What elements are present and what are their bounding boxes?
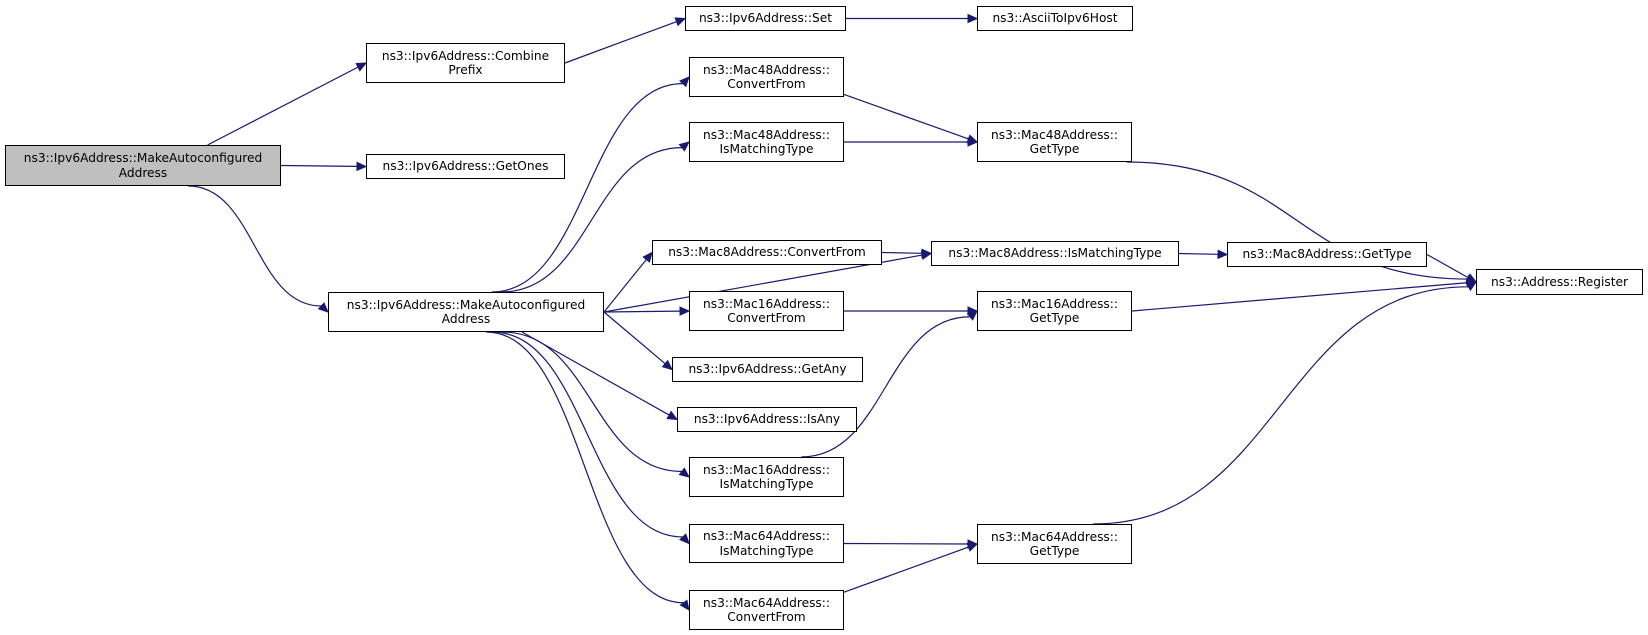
edge-arrowhead	[966, 310, 978, 321]
edge-make_auto2-to-mac8_convertfrom	[603, 259, 647, 313]
edge-mac8_ismatching-to-mac8_gettype	[1178, 252, 1219, 255]
node-ipv6-set[interactable]: ns3::Ipv6Address::Set	[685, 6, 846, 31]
edge-arrowhead	[678, 141, 690, 152]
edge-combine_prefix-to-ipv6_set	[564, 21, 677, 64]
node-line: ns3::Mac64Address::	[703, 529, 830, 543]
node-mac48-is-matching-type[interactable]: ns3::Mac48Address:: IsMatchingType	[689, 122, 844, 162]
edge-arrowhead	[317, 302, 329, 313]
node-mac8-convert-from[interactable]: ns3::Mac8Address::ConvertFrom	[652, 240, 882, 265]
node-line: ns3::Mac16Address::	[703, 296, 830, 311]
node-line: ns3::Mac8Address::IsMatchingType	[948, 246, 1162, 261]
node-mac16-is-matching-type[interactable]: ns3::Mac16Address:: IsMatchingType	[689, 457, 844, 497]
edge-make_auto2-to-mac16_ismatching	[502, 331, 682, 473]
edge-arrowhead	[666, 410, 679, 421]
node-mac16-convert-from[interactable]: ns3::Mac16Address:: ConvertFrom	[689, 291, 844, 331]
node-mac48-get-type[interactable]: ns3::Mac48Address:: GetType	[977, 122, 1132, 162]
node-mac48-convert-from[interactable]: ns3::Mac48Address:: ConvertFrom	[689, 57, 844, 97]
edge-root-to-combine_prefix	[207, 66, 359, 146]
node-line: ns3::Mac64Address::	[991, 529, 1118, 544]
node-root-make-autoconfigured-address: ns3::Ipv6Address::MakeAutoconfigured Add…	[5, 145, 281, 186]
node-mac8-get-type[interactable]: ns3::Mac8Address::GetType	[1227, 242, 1427, 267]
edge-arrowhead	[967, 137, 979, 147]
edge-arrowhead	[679, 306, 691, 316]
edge-arrowhead	[1465, 281, 1478, 292]
node-line: IsMatchingType	[719, 477, 814, 491]
edge-make_auto2-to-ipv6_getany	[603, 311, 666, 365]
node-line: GetType	[1029, 544, 1080, 558]
edge-arrowhead	[967, 13, 979, 24]
edge-arrowhead	[678, 467, 690, 478]
edge-make_auto2-to-mac48_ismatching	[501, 147, 682, 293]
edge-mac64_gettype-to-address_register	[1093, 286, 1469, 525]
node-line: ns3::Mac8Address::ConvertFrom	[668, 245, 866, 260]
node-line: ns3::Ipv6Address::GetAny	[688, 362, 847, 377]
node-line: ConvertFrom	[727, 311, 806, 325]
edge-arrowhead	[356, 161, 368, 172]
node-mac8-is-matching-type[interactable]: ns3::Mac8Address::IsMatchingType	[931, 241, 1179, 266]
node-ipv6-get-ones[interactable]: ns3::Ipv6Address::GetOnes	[366, 154, 565, 179]
node-line: ns3::Mac48Address::	[991, 127, 1118, 142]
node-line: ns3::Mac16Address::	[703, 462, 830, 477]
node-line: ConvertFrom	[727, 610, 806, 624]
node-line: GetType	[1029, 311, 1080, 325]
node-mac64-convert-from[interactable]: ns3::Mac64Address:: ConvertFrom	[689, 590, 844, 630]
edge-arrowhead	[661, 359, 673, 371]
node-mac64-is-matching-type[interactable]: ns3::Mac64Address:: IsMatchingType	[689, 524, 844, 563]
edge-mac64_convertfrom-to-mac64_gettype	[843, 546, 969, 593]
edge-make_auto2-to-mac16_convertfrom	[603, 310, 681, 313]
node-line: ns3::Ipv6Address::Combine	[381, 48, 550, 63]
edge-arrowhead	[642, 251, 653, 263]
edge-arrowhead	[966, 542, 979, 552]
node-mac64-get-type[interactable]: ns3::Mac64Address:: GetType	[977, 524, 1132, 564]
edge-mac8_gettype-to-address_register	[1426, 253, 1469, 279]
node-line: ns3::Mac8Address::GetType	[1242, 247, 1412, 262]
edge-root-to-make_auto2	[188, 185, 322, 307]
edge-mac48_gettype-to-address_register	[1126, 161, 1468, 280]
edge-arrowhead	[1217, 249, 1229, 260]
node-line: GetType	[1029, 142, 1080, 156]
node-ipv6-get-any[interactable]: ns3::Ipv6Address::GetAny	[672, 357, 863, 382]
edge-arrowhead	[679, 76, 690, 88]
node-line: ns3::Mac64Address::	[703, 595, 830, 610]
edge-make_auto2-to-mac64_convertfrom	[486, 331, 684, 604]
node-ipv6-is-any[interactable]: ns3::Ipv6Address::IsAny	[677, 407, 857, 432]
edge-make_auto2-to-mac48_convertfrom	[491, 83, 683, 293]
edge-make_auto2-to-mac64_ismatching	[491, 331, 683, 538]
node-line: IsMatchingType	[719, 142, 814, 156]
node-line: Prefix	[448, 63, 483, 77]
node-line: ns3::Ipv6Address::IsAny	[693, 412, 841, 427]
node-line: Address	[441, 312, 491, 326]
edge-arrowhead	[355, 62, 368, 72]
node-line: ns3::AsciiToIpv6Host	[992, 11, 1118, 26]
node-line: ns3::Ipv6Address::MakeAutoconfigured	[346, 297, 586, 312]
node-line: ns3::Mac16Address::	[991, 296, 1118, 311]
node-line: Address	[118, 165, 168, 180]
node-line: ConvertFrom	[727, 77, 806, 91]
edge-mac16_ismatching-to-mac16_gettype	[801, 316, 971, 458]
edge-mac8_convertfrom-to-mac8_ismatching	[881, 251, 923, 254]
edge-arrowhead	[674, 17, 687, 27]
node-line: ns3::Mac48Address::	[703, 62, 830, 77]
edge-arrowhead	[921, 248, 933, 259]
node-line: ns3::Address::Register	[1491, 274, 1628, 289]
node-address-register[interactable]: ns3::Address::Register	[1476, 269, 1643, 295]
edge-root-to-get_ones	[280, 164, 358, 167]
node-line: ns3::Mac48Address::	[703, 127, 830, 142]
node-line: IsMatchingType	[719, 543, 814, 558]
node-ipv6-make-autoconfigured-address[interactable]: ns3::Ipv6Address::MakeAutoconfigured Add…	[328, 292, 604, 332]
node-ipv6-combine-prefix[interactable]: ns3::Ipv6Address::Combine Prefix	[366, 43, 565, 83]
node-line: ns3::Ipv6Address::MakeAutoconfigured	[23, 151, 263, 165]
node-ascii-to-ipv6-host[interactable]: ns3::AsciiToIpv6Host	[977, 6, 1133, 31]
edge-arrowhead	[679, 533, 690, 545]
edge-arrowhead	[679, 599, 690, 611]
node-line: ns3::Ipv6Address::Set	[698, 11, 833, 26]
edge-mac48_convertfrom-to-mac48_gettype	[843, 93, 969, 140]
node-line: ns3::Ipv6Address::GetOnes	[382, 159, 549, 174]
edge-mac16_gettype-to-address_register	[1131, 282, 1468, 312]
node-mac16-get-type[interactable]: ns3::Mac16Address:: GetType	[977, 291, 1132, 331]
